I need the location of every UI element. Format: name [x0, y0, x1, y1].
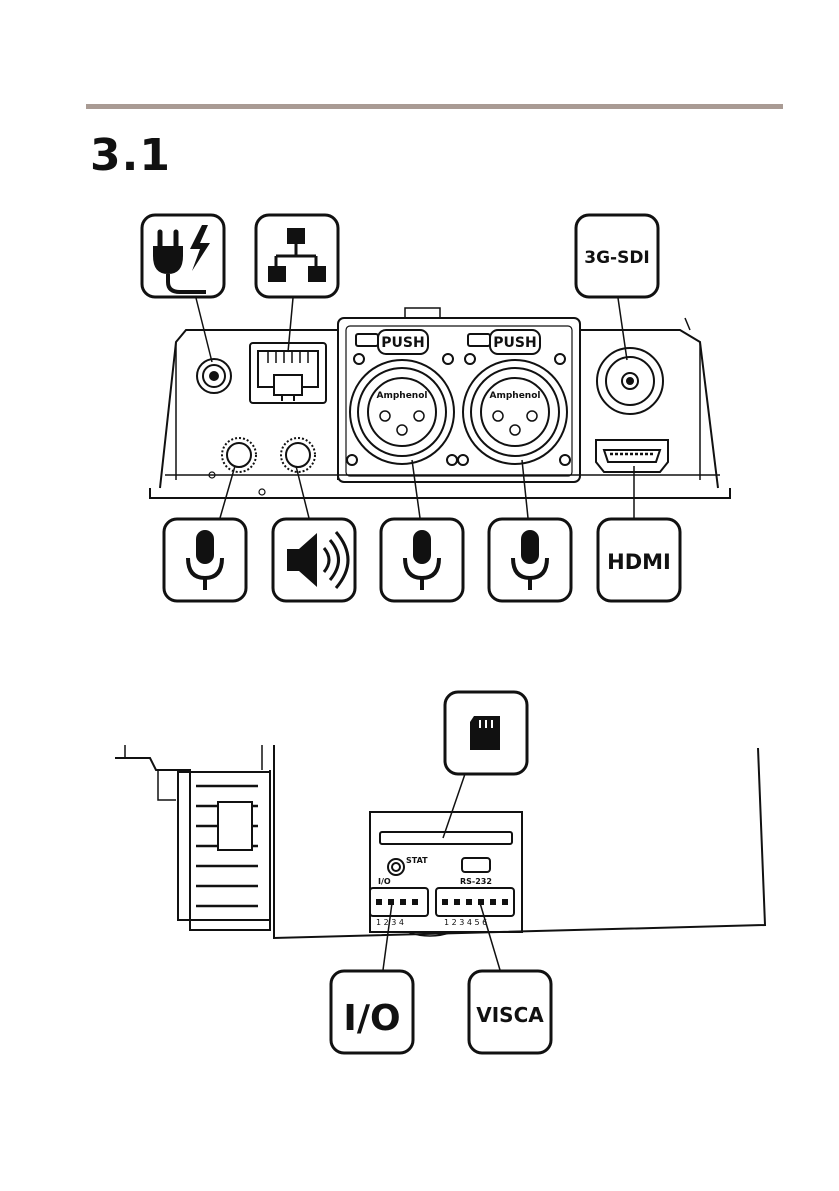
- io-panel-label: I/O: [378, 877, 391, 886]
- visca-label: VISCA: [476, 1003, 544, 1027]
- rs232-label: RS-232: [460, 877, 492, 886]
- xlr-brand-label: Amphenol: [377, 391, 428, 401]
- stat-label: STAT: [406, 856, 428, 865]
- xlr-connector-1: PUSH Amphenol: [347, 330, 457, 465]
- sdi-label: 3G-SDI: [584, 248, 650, 268]
- hdmi-port: [596, 440, 668, 472]
- sd-card-icon: [445, 692, 527, 774]
- visca-label-icon: VISCA: [469, 971, 551, 1053]
- mic-in-jack: [222, 438, 256, 472]
- speaker-icon: [273, 519, 355, 601]
- push-label: PUSH: [381, 335, 424, 351]
- io-label-icon: I/O: [331, 971, 413, 1053]
- push-label-2: PUSH: [493, 335, 536, 351]
- io-label: I/O: [343, 998, 400, 1039]
- xlr-brand-label-2: Amphenol: [490, 391, 541, 401]
- line-out-jack: [281, 438, 315, 472]
- microphone-icon: [489, 519, 571, 601]
- power-jack: [197, 359, 231, 393]
- microphone-icon: [381, 519, 463, 601]
- hdmi-label-icon: HDMI: [598, 519, 680, 601]
- power-plug-icon: [142, 215, 224, 297]
- sdi-bnc-port: [597, 348, 663, 414]
- network-icon: [256, 215, 338, 297]
- xlr-connector-2: PUSH Amphenol: [458, 330, 570, 465]
- device-front-panel: [150, 308, 730, 498]
- device-side-panel: [115, 745, 765, 938]
- microphone-icon: [164, 519, 246, 601]
- hdmi-label: HDMI: [607, 550, 671, 574]
- rs232-pin-numbers: 1 2 3 4 5 6: [444, 918, 487, 927]
- sdi-label-icon: 3G-SDI: [576, 215, 658, 297]
